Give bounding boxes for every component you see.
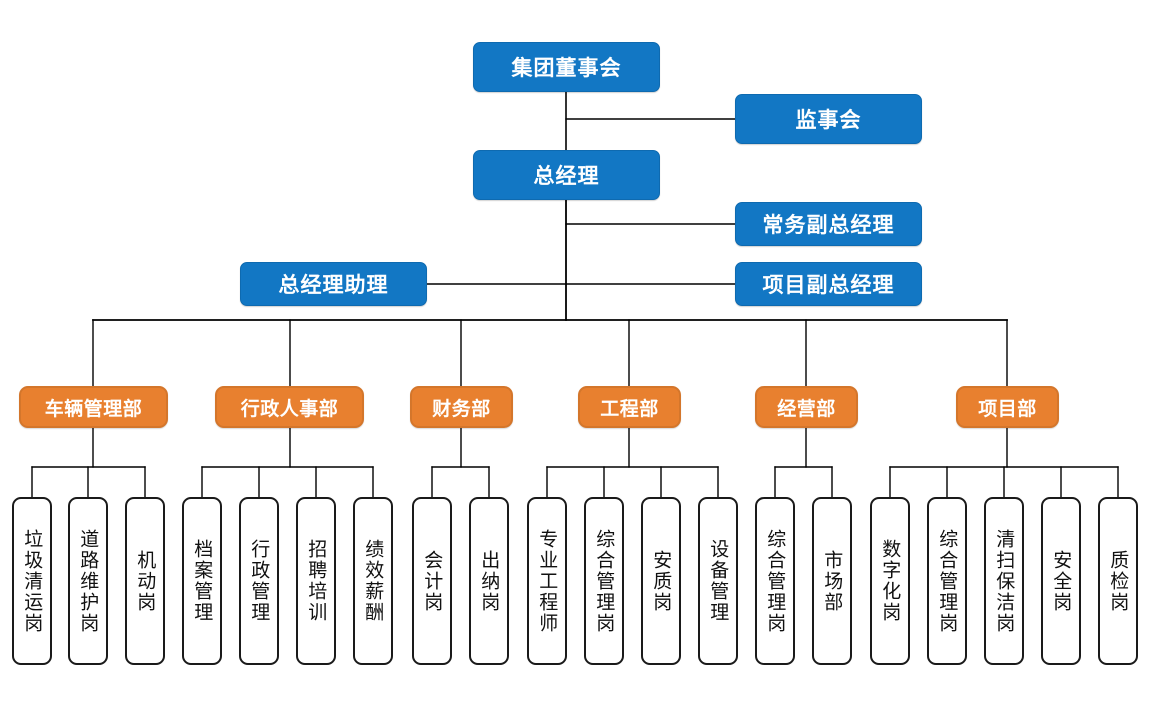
role-node-engineering-3-label: 设备管理 bbox=[707, 539, 730, 623]
role-node-engineering-1-label: 综合管理岗 bbox=[593, 528, 616, 634]
dept-node-vehicle-label: 车辆管理部 bbox=[44, 397, 143, 420]
exec-node-exec-vp-label: 常务副总经理 bbox=[762, 213, 895, 237]
dept-node-business[interactable]: 经营部 bbox=[755, 386, 858, 428]
exec-node-gm[interactable]: 总经理 bbox=[473, 150, 660, 200]
role-node-engineering-0[interactable]: 专业工程师 bbox=[527, 497, 567, 665]
exec-node-board[interactable]: 集团董事会 bbox=[473, 42, 660, 92]
role-node-engineering-0-label: 专业工程师 bbox=[536, 528, 559, 634]
dept-node-finance-label: 财务部 bbox=[432, 397, 491, 420]
role-node-project-1-label: 综合管理岗 bbox=[936, 528, 959, 634]
exec-node-board-label: 集团董事会 bbox=[511, 56, 622, 80]
role-node-project-3-label: 安全岗 bbox=[1050, 549, 1073, 613]
role-node-admin-hr-3-label: 绩效薪酬 bbox=[362, 539, 385, 623]
exec-node-project-vp-label: 项目副总经理 bbox=[762, 273, 895, 297]
role-node-business-0[interactable]: 综合管理岗 bbox=[755, 497, 795, 665]
role-node-vehicle-2-label: 机动岗 bbox=[134, 549, 157, 613]
role-node-finance-1-label: 出纳岗 bbox=[478, 549, 501, 613]
dept-node-project[interactable]: 项目部 bbox=[956, 386, 1059, 428]
exec-node-exec-vp[interactable]: 常务副总经理 bbox=[735, 202, 922, 246]
exec-node-supervisory-label: 监事会 bbox=[795, 108, 862, 132]
role-node-vehicle-0-label: 垃圾清运岗 bbox=[21, 528, 44, 634]
role-node-engineering-2-label: 安质岗 bbox=[650, 549, 673, 613]
role-node-vehicle-2[interactable]: 机动岗 bbox=[125, 497, 165, 665]
role-node-project-4-label: 质检岗 bbox=[1107, 549, 1130, 613]
role-node-engineering-3[interactable]: 设备管理 bbox=[698, 497, 738, 665]
role-node-engineering-2[interactable]: 安质岗 bbox=[641, 497, 681, 665]
role-node-vehicle-1-label: 道路维护岗 bbox=[77, 528, 100, 634]
dept-node-vehicle[interactable]: 车辆管理部 bbox=[19, 386, 168, 428]
role-node-project-0[interactable]: 数字化岗 bbox=[870, 497, 910, 665]
exec-node-gm-label: 总经理 bbox=[533, 164, 600, 188]
dept-node-finance[interactable]: 财务部 bbox=[410, 386, 513, 428]
dept-node-project-label: 项目部 bbox=[978, 397, 1037, 420]
role-node-admin-hr-1-label: 行政管理 bbox=[248, 539, 271, 623]
role-node-engineering-1[interactable]: 综合管理岗 bbox=[584, 497, 624, 665]
exec-node-project-vp[interactable]: 项目副总经理 bbox=[735, 262, 922, 306]
dept-node-admin-hr-label: 行政人事部 bbox=[240, 397, 339, 420]
role-node-project-1[interactable]: 综合管理岗 bbox=[927, 497, 967, 665]
role-node-admin-hr-0[interactable]: 档案管理 bbox=[182, 497, 222, 665]
role-node-business-1[interactable]: 市场部 bbox=[812, 497, 852, 665]
dept-node-engineering-label: 工程部 bbox=[600, 397, 659, 420]
role-node-project-2-label: 清扫保洁岗 bbox=[993, 528, 1016, 634]
exec-node-gm-assistant-label: 总经理助理 bbox=[278, 273, 389, 297]
role-node-finance-0[interactable]: 会计岗 bbox=[412, 497, 452, 665]
role-node-finance-0-label: 会计岗 bbox=[421, 549, 444, 613]
role-node-finance-1[interactable]: 出纳岗 bbox=[469, 497, 509, 665]
role-node-vehicle-0[interactable]: 垃圾清运岗 bbox=[12, 497, 52, 665]
role-node-business-0-label: 综合管理岗 bbox=[764, 528, 787, 634]
role-node-admin-hr-1[interactable]: 行政管理 bbox=[239, 497, 279, 665]
role-node-admin-hr-2[interactable]: 招聘培训 bbox=[296, 497, 336, 665]
exec-node-supervisory[interactable]: 监事会 bbox=[735, 94, 922, 144]
role-node-admin-hr-2-label: 招聘培训 bbox=[305, 539, 328, 623]
dept-node-admin-hr[interactable]: 行政人事部 bbox=[215, 386, 364, 428]
exec-node-gm-assistant[interactable]: 总经理助理 bbox=[240, 262, 427, 306]
dept-node-engineering[interactable]: 工程部 bbox=[578, 386, 681, 428]
role-node-project-2[interactable]: 清扫保洁岗 bbox=[984, 497, 1024, 665]
role-node-admin-hr-3[interactable]: 绩效薪酬 bbox=[353, 497, 393, 665]
role-node-vehicle-1[interactable]: 道路维护岗 bbox=[68, 497, 108, 665]
role-node-project-4[interactable]: 质检岗 bbox=[1098, 497, 1138, 665]
role-node-admin-hr-0-label: 档案管理 bbox=[191, 539, 214, 623]
role-node-business-1-label: 市场部 bbox=[821, 549, 844, 613]
role-node-project-3[interactable]: 安全岗 bbox=[1041, 497, 1081, 665]
role-node-project-0-label: 数字化岗 bbox=[879, 539, 902, 623]
dept-node-business-label: 经营部 bbox=[777, 397, 836, 420]
